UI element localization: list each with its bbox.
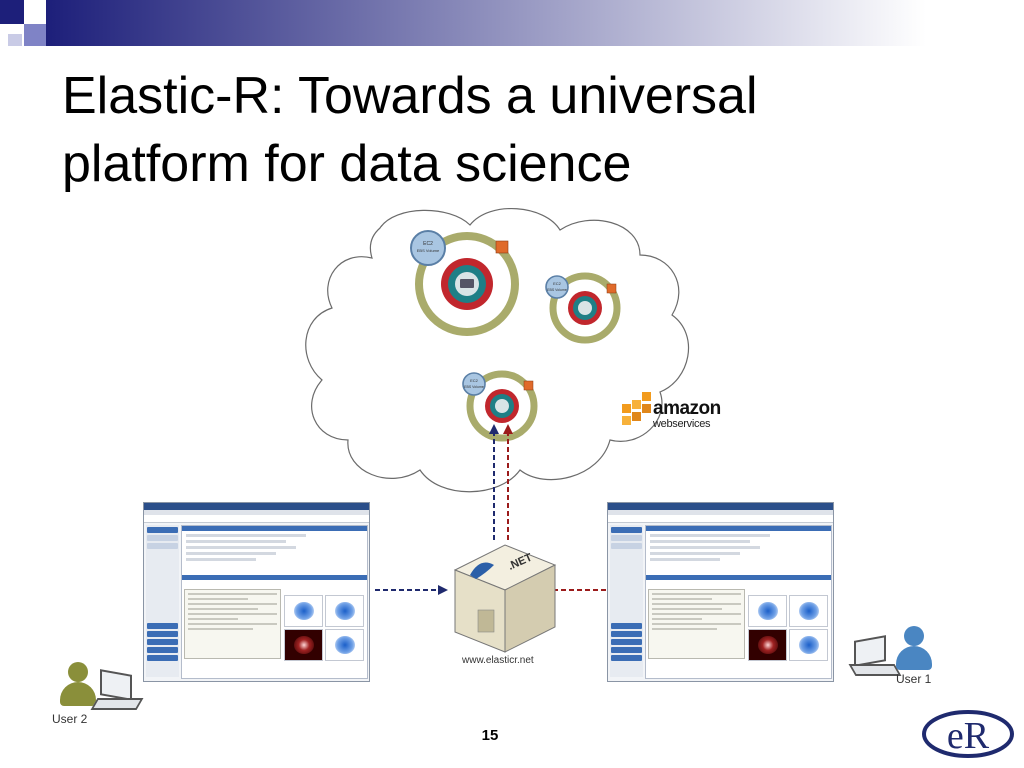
instance-2-volume-label: EBS Volume <box>547 288 567 292</box>
instance-1-tag: EC2 <box>423 241 433 247</box>
ec2-instance-3 <box>462 370 538 442</box>
client-app-screenshot-right <box>607 502 834 682</box>
title-line-2: platform for data science <box>62 135 632 193</box>
slide-title: Elastic-R: Towards a universal platform … <box>62 62 962 198</box>
aws-cubes-icon <box>622 392 651 425</box>
arrow-left-client-to-server <box>375 585 448 595</box>
instance-3-tag: EC2 <box>470 378 479 383</box>
client-app-screenshot-left <box>143 502 370 682</box>
user-2-label: User 2 <box>52 712 88 726</box>
instance-1-volume-label: EBS Volume <box>417 248 440 253</box>
ec2-instance-1 <box>410 230 519 336</box>
user-icon <box>58 662 148 722</box>
user-1-label: User 1 <box>896 672 932 686</box>
user-icon <box>848 626 938 686</box>
header-bar <box>0 0 1024 46</box>
aws-logo-amazon: amazon <box>653 398 721 419</box>
page-number: 15 <box>481 727 499 744</box>
instance-2-tag: EC2 <box>553 281 562 286</box>
server-url-label: www.elasticr.net <box>462 655 534 666</box>
instance-3-volume-label: EBS Volume <box>464 385 484 389</box>
arrow-server-to-cloud <box>489 424 499 540</box>
aws-logo-webservices: webservices <box>653 418 711 430</box>
arrow-cloud-to-server <box>503 424 513 540</box>
elastic-r-logo: eR <box>922 710 1014 758</box>
title-line-1: Elastic-R: Towards a universal <box>62 67 758 125</box>
ec2-instance-2 <box>545 272 621 344</box>
server-icon <box>453 544 557 653</box>
logo-text: eR <box>947 715 990 757</box>
